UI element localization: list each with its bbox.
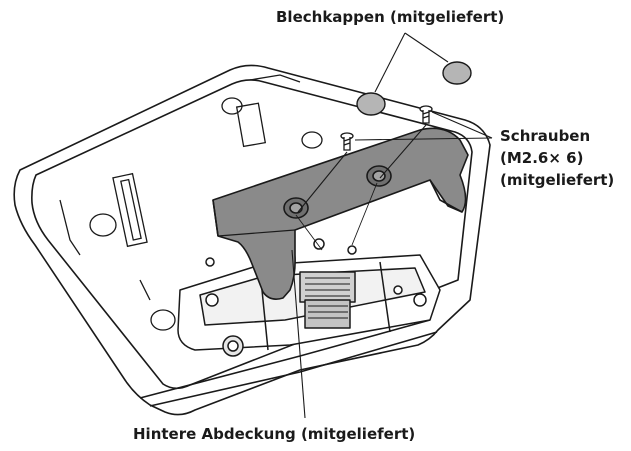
axis-left-lower bbox=[295, 214, 323, 251]
leader-cover bbox=[291, 249, 306, 419]
back-recesses bbox=[59, 74, 323, 331]
leader-cap-left bbox=[374, 32, 406, 93]
screws-label-line2: (M2.6× 6) bbox=[500, 149, 584, 167]
axis-right bbox=[379, 124, 427, 179]
leader-screw-left bbox=[354, 137, 493, 141]
mounting-mechanism bbox=[177, 238, 441, 357]
screws-label-line3: (mitgeliefert) bbox=[500, 171, 615, 189]
screws-label-line1: Schrauben bbox=[500, 127, 591, 145]
leader-cap-right bbox=[404, 32, 449, 63]
metal-cap-right bbox=[442, 61, 472, 85]
screw-left bbox=[340, 132, 354, 151]
metal-caps bbox=[356, 61, 472, 116]
leader-screw-right bbox=[431, 111, 493, 139]
axis-right-lower bbox=[351, 182, 378, 246]
caps-label: Blechkappen (mitgeliefert) bbox=[276, 8, 505, 26]
screw-right bbox=[419, 105, 433, 124]
axis-left bbox=[297, 151, 348, 213]
cover-label: Hintere Abdeckung (mitgeliefert) bbox=[133, 425, 416, 443]
leader-lines bbox=[291, 32, 493, 419]
rear-cover bbox=[212, 127, 469, 300]
screws bbox=[340, 105, 433, 151]
metal-cap-left bbox=[356, 92, 386, 116]
screws-label: Schrauben (M2.6× 6) (mitgeliefert) bbox=[500, 125, 614, 191]
